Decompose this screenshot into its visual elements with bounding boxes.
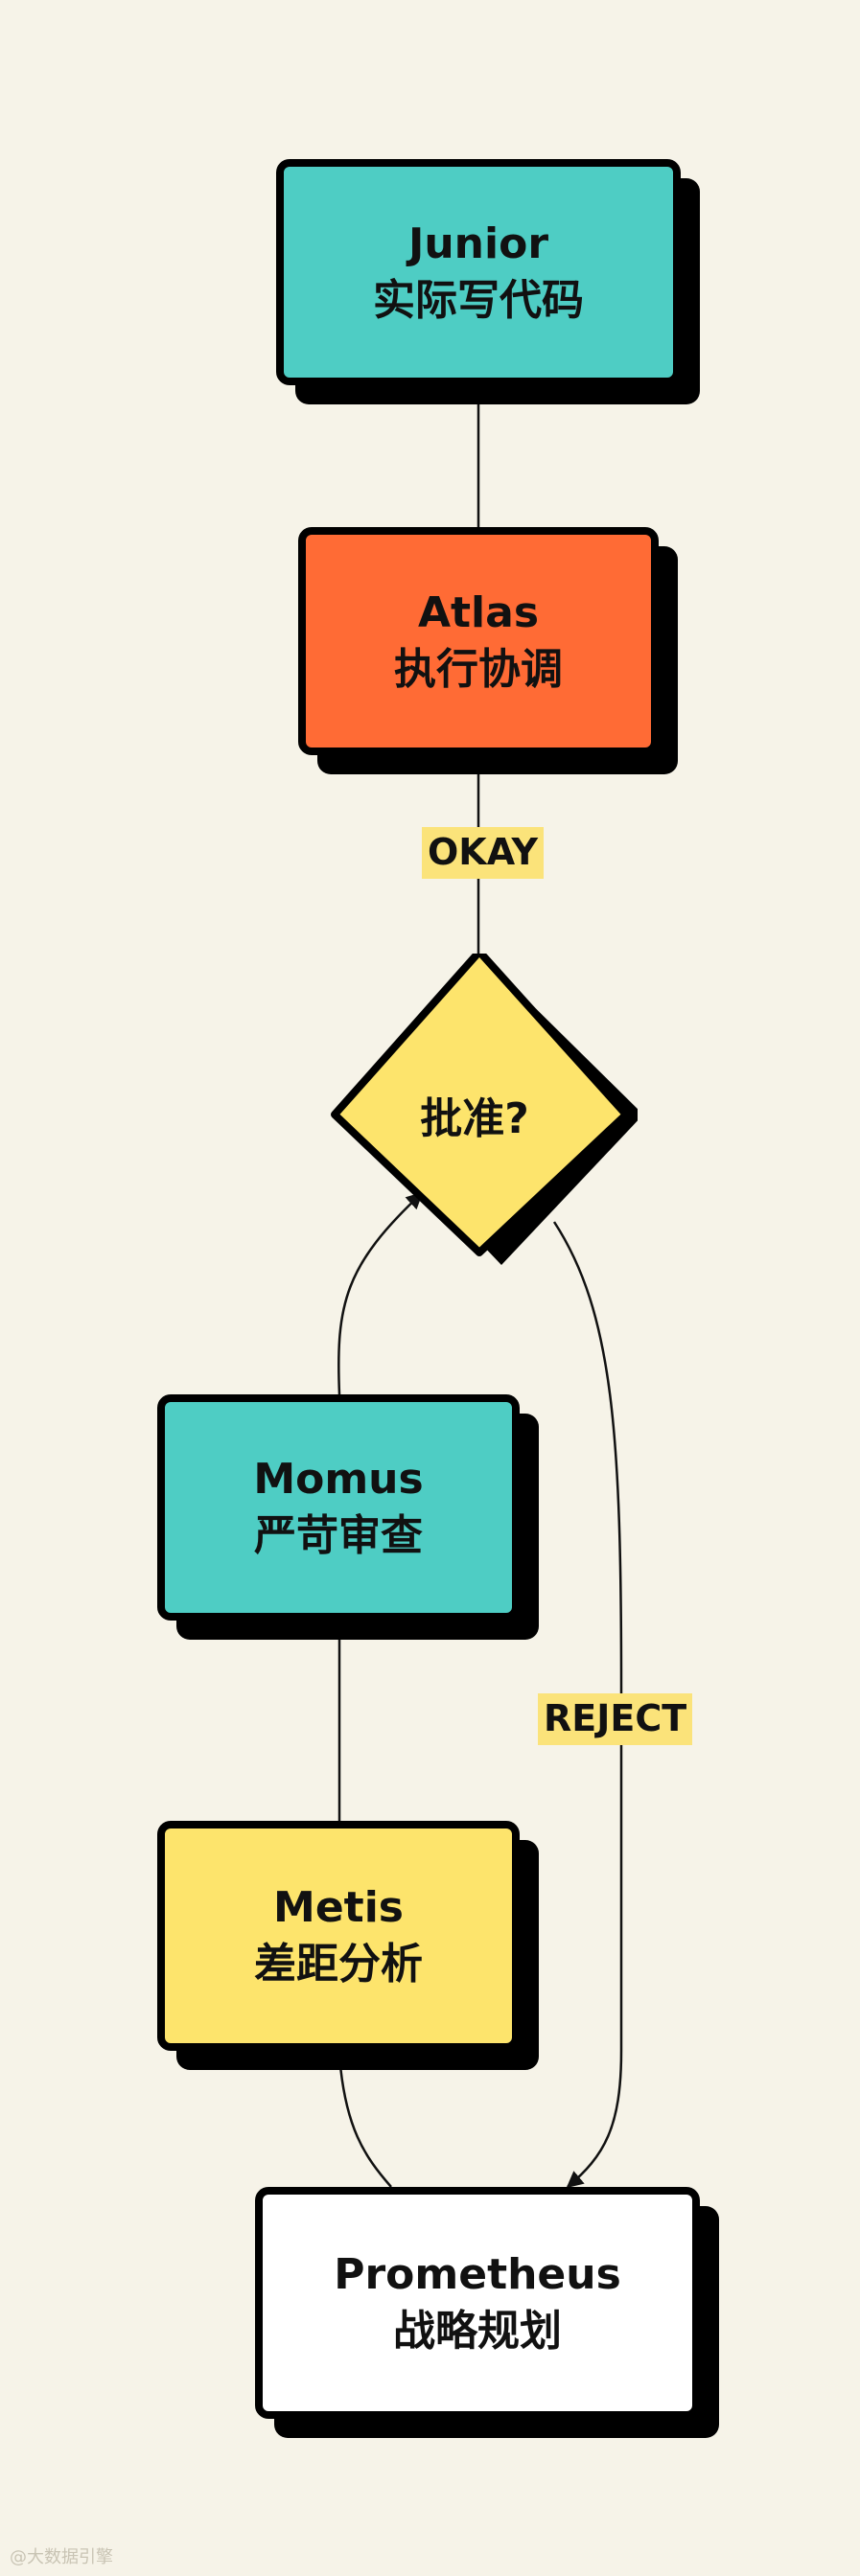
node-momus: Momus 严苛审查 bbox=[157, 1394, 520, 1621]
edge-prometheus-metis bbox=[337, 2055, 392, 2188]
node-metis: Metis 差距分析 bbox=[157, 1821, 520, 2051]
node-momus-name: Momus bbox=[253, 1454, 424, 1504]
edge-approve-prometheus-reject bbox=[552, 1221, 623, 2189]
edge-label-reject: REJECT bbox=[538, 1693, 693, 1745]
edge-momus-approve bbox=[337, 1191, 424, 1395]
node-prometheus-role: 战略规划 bbox=[393, 2307, 562, 2356]
node-junior-name: Junior bbox=[407, 218, 549, 268]
decision-approve-shape bbox=[331, 954, 638, 1265]
decision-approve: 批准? bbox=[331, 954, 638, 1275]
node-prometheus: Prometheus 战略规划 bbox=[255, 2187, 700, 2419]
node-atlas: Atlas 执行协调 bbox=[298, 527, 659, 755]
node-junior-role: 实际写代码 bbox=[373, 276, 584, 325]
watermark: @大数据引擎 bbox=[10, 2547, 113, 2567]
node-atlas-name: Atlas bbox=[417, 587, 540, 637]
edge-label-okay: OKAY bbox=[422, 827, 545, 879]
node-prometheus-name: Prometheus bbox=[334, 2249, 621, 2299]
node-junior: Junior 实际写代码 bbox=[276, 159, 681, 385]
decision-approve-label: 批准? bbox=[420, 1093, 529, 1143]
node-metis-role: 差距分析 bbox=[254, 1940, 423, 1989]
node-momus-role: 严苛审查 bbox=[254, 1511, 423, 1560]
node-metis-name: Metis bbox=[273, 1882, 404, 1932]
node-atlas-role: 执行协调 bbox=[394, 645, 563, 694]
